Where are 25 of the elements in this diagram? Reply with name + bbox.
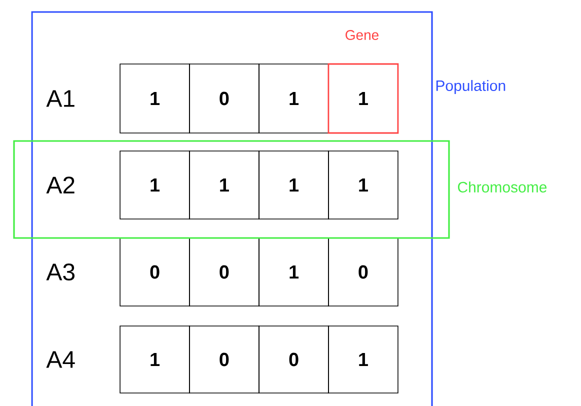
gene-cell: 0 bbox=[189, 238, 260, 306]
group-label: Population bbox=[436, 80, 506, 94]
gene-cell: 1 bbox=[258, 64, 329, 134]
gene-cell: 0 bbox=[328, 238, 398, 306]
gene-cell: 1 bbox=[120, 326, 190, 394]
gene-cell: 1 bbox=[120, 150, 190, 220]
gene-cell: 1 bbox=[328, 63, 399, 134]
group-label: Chromosome bbox=[458, 181, 547, 192]
gene-cell: 1 bbox=[189, 150, 260, 220]
gene-cell: 0 bbox=[189, 64, 260, 134]
gene-cell: 0 bbox=[189, 326, 260, 394]
gene-cell: 1 bbox=[258, 150, 329, 220]
row-label: A4 bbox=[46, 351, 75, 368]
gene-cell: 1 bbox=[120, 64, 190, 134]
population-frame bbox=[31, 11, 433, 406]
gene-cell: 1 bbox=[328, 150, 398, 220]
gene-cell: 1 bbox=[328, 326, 398, 394]
row-label: A2 bbox=[46, 176, 74, 194]
gene-label: Gene bbox=[346, 30, 378, 40]
gene-cell: 1 bbox=[258, 238, 329, 306]
gene-cell: 0 bbox=[258, 326, 329, 394]
gene-cell: 0 bbox=[120, 238, 190, 306]
row-label: A1 bbox=[46, 90, 74, 107]
chromosome-frame bbox=[13, 140, 450, 239]
row-label: A3 bbox=[46, 264, 74, 280]
